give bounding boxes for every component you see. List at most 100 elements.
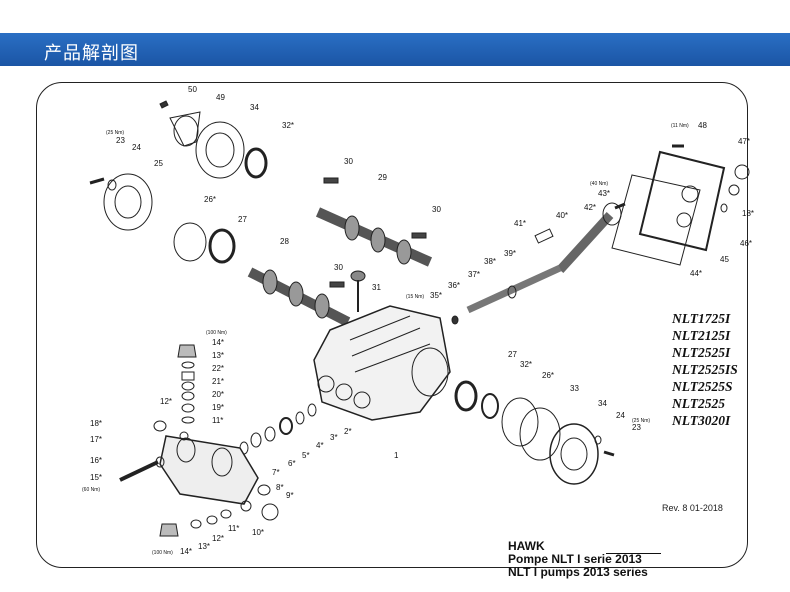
label-part: 12* xyxy=(160,397,172,406)
label-part: 26* xyxy=(204,195,216,204)
label-part: 39* xyxy=(504,249,516,258)
part-26-oring-right xyxy=(501,397,539,447)
flange-bore xyxy=(560,437,588,471)
label-part: 24 xyxy=(616,411,625,420)
part-10-valve xyxy=(240,500,252,512)
part-35-nut xyxy=(451,315,459,325)
label-part: 16* xyxy=(90,456,102,465)
part-19-oring xyxy=(181,403,195,413)
label-part: 24 xyxy=(132,143,141,152)
label-part: 34 xyxy=(250,103,259,112)
label-part: 32* xyxy=(282,121,294,130)
label-part: 33 xyxy=(570,384,579,393)
label-part: 49 xyxy=(216,93,225,102)
part-17-oring xyxy=(179,431,189,441)
title-line: Pompe NLT I serie 2013 xyxy=(508,552,642,566)
part-5-seal xyxy=(264,426,276,442)
part-47-plug xyxy=(734,164,750,180)
label-part: 32* xyxy=(520,360,532,369)
label-part: 19* xyxy=(212,403,224,412)
torque-note: (11 Nm) xyxy=(671,123,689,129)
label-part: 17* xyxy=(90,435,102,444)
part-4-seal xyxy=(279,417,293,435)
label-part: 3* xyxy=(330,433,338,442)
part-9-cap xyxy=(261,503,279,521)
part-24-washer-right xyxy=(594,435,602,445)
label-part: 4* xyxy=(316,441,324,450)
torque-note: (25 Nm) xyxy=(632,418,650,424)
model-name: NLT2525 xyxy=(672,396,725,411)
part-49-rim xyxy=(173,115,199,147)
model-name: NLT2525I xyxy=(672,345,731,360)
label-part: 41* xyxy=(514,219,526,228)
part-25-cover xyxy=(103,173,153,231)
cover-hole xyxy=(676,212,692,228)
part-37-piston xyxy=(466,264,562,314)
cover-hole xyxy=(681,185,699,203)
part-16-washer xyxy=(155,456,165,468)
model-name: NLT2525S xyxy=(672,379,733,394)
label-part: 15* xyxy=(90,473,102,482)
part-14-plug xyxy=(177,344,197,358)
crank-lobe xyxy=(396,239,412,265)
torque-note: (15 Nm) xyxy=(406,294,424,300)
part-41-pin xyxy=(534,228,554,244)
label-part: 8* xyxy=(276,483,284,492)
part-27-bearing-right xyxy=(454,380,478,412)
part-26-oring xyxy=(173,222,207,262)
label-part: 11* xyxy=(228,524,239,533)
model-name: NLT3020I xyxy=(672,413,731,428)
model-list: NLT1725I NLT2125I NLT2525I NLT2525IS NLT… xyxy=(672,310,738,429)
part-15-bolt xyxy=(119,460,159,482)
label-part: 14* xyxy=(180,547,192,556)
head-valve-port xyxy=(176,437,196,463)
part-27-bearing xyxy=(208,228,236,264)
label-part: 23 xyxy=(116,136,125,145)
crankcase-ribs xyxy=(349,315,431,373)
part-2-seal xyxy=(307,403,317,417)
part-30-key xyxy=(411,232,427,239)
label-part: 46* xyxy=(740,239,752,248)
title-line: HAWK xyxy=(508,539,545,553)
label-part: 7* xyxy=(272,468,280,477)
part-42-screw xyxy=(614,202,626,210)
part-13-oring-lower xyxy=(190,519,202,529)
label-part: 10* xyxy=(252,528,264,537)
part-13-oring xyxy=(181,361,195,369)
label-part: 30 xyxy=(344,157,353,166)
part-44-gasket xyxy=(611,174,701,266)
part-21-valve xyxy=(181,381,195,391)
part-40-connecting-rod xyxy=(556,211,614,274)
label-part: 34 xyxy=(598,399,607,408)
label-part: 31 xyxy=(372,283,381,292)
drawing-frame xyxy=(36,82,748,568)
label-part: 14* xyxy=(212,338,224,347)
label-part: 45 xyxy=(720,255,729,264)
part-23-bolt xyxy=(89,177,105,185)
label-part: 37* xyxy=(468,270,480,279)
part-25-bore xyxy=(114,185,142,219)
part-34-flange-right xyxy=(549,423,599,485)
label-part: 2* xyxy=(344,427,352,436)
label-part: 11* xyxy=(212,416,223,425)
label-part: 27 xyxy=(508,350,517,359)
part-31-dipstick xyxy=(350,270,366,282)
title-underline xyxy=(606,553,661,554)
crankcase-bore xyxy=(353,391,371,409)
part-11-seat xyxy=(220,509,232,519)
label-part: 6* xyxy=(288,459,296,468)
part-30-key xyxy=(323,177,339,184)
part-33-gasket xyxy=(519,407,561,461)
part-11-oring xyxy=(181,416,195,424)
part-24-washer xyxy=(107,179,117,191)
part-12-spring xyxy=(206,515,218,525)
crankcase-bore xyxy=(317,375,335,393)
label-part: 50 xyxy=(188,85,197,94)
crankcase-side-opening xyxy=(411,347,449,397)
label-part: 20* xyxy=(212,390,224,399)
torque-note: (60 Nm) xyxy=(82,487,100,493)
torque-note: (40 Nm) xyxy=(590,181,608,187)
title-line: NLT I pumps 2013 series xyxy=(508,565,648,579)
label-part: 42* xyxy=(584,203,596,212)
